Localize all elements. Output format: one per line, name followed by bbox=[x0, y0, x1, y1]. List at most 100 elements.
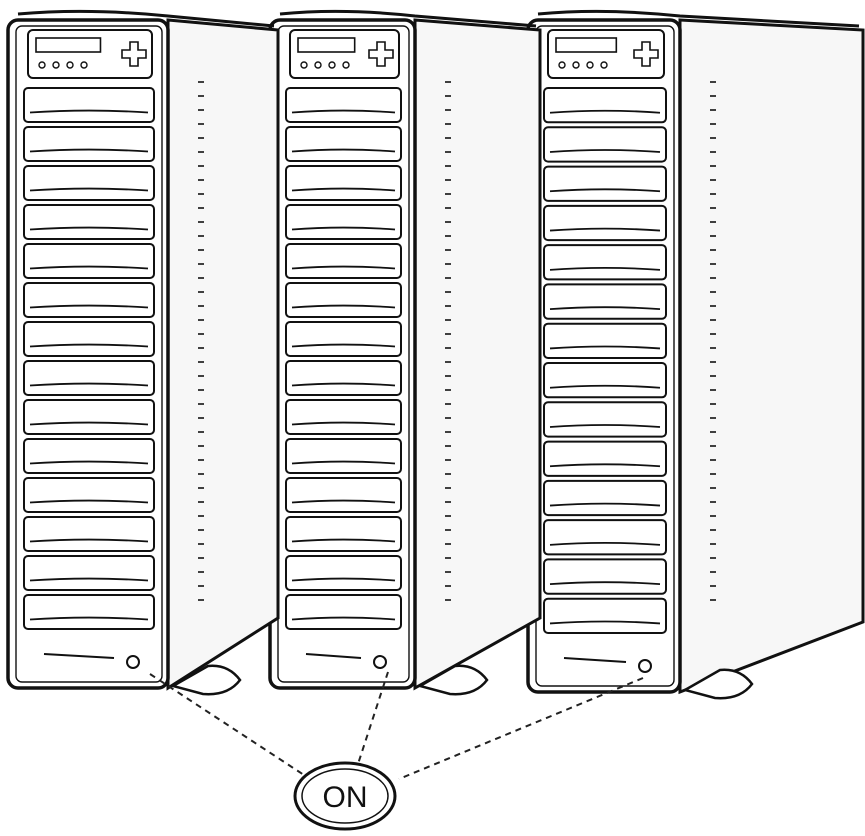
power-button-icon bbox=[373, 655, 387, 669]
panel-button bbox=[80, 61, 88, 69]
drive-tray bbox=[23, 555, 155, 591]
tray-slot bbox=[29, 421, 149, 426]
drive-tray bbox=[543, 322, 667, 360]
tray-slot bbox=[291, 616, 396, 621]
bottom-slot bbox=[305, 653, 362, 659]
drive-tray bbox=[23, 516, 155, 552]
lcd-display bbox=[35, 37, 102, 53]
callout-dashed-line bbox=[149, 673, 305, 776]
drive-tray bbox=[285, 321, 402, 357]
tray-slot bbox=[549, 188, 661, 193]
panel-button bbox=[558, 61, 566, 69]
tower-right bbox=[526, 9, 865, 700]
tray-slot bbox=[29, 499, 149, 504]
tower-middle bbox=[268, 9, 542, 696]
tray-slot bbox=[291, 577, 396, 582]
tray-slot bbox=[549, 463, 661, 468]
drive-tray bbox=[543, 204, 667, 242]
drive-tray bbox=[23, 243, 155, 279]
tray-slot bbox=[29, 226, 149, 231]
drive-tray bbox=[23, 165, 155, 201]
bottom-slot bbox=[563, 657, 627, 663]
drive-tray bbox=[543, 362, 667, 399]
drive-tray bbox=[543, 244, 667, 281]
panel-button bbox=[52, 61, 60, 69]
tray-slot bbox=[291, 226, 396, 231]
side-panel bbox=[413, 18, 542, 691]
top-rim bbox=[17, 9, 275, 28]
tray-slot bbox=[291, 304, 396, 309]
tray-slot bbox=[549, 109, 661, 114]
drive-tray bbox=[285, 555, 402, 591]
tray-slot bbox=[291, 187, 396, 192]
tray-slot bbox=[549, 620, 661, 625]
tray-slot bbox=[549, 267, 661, 271]
top-rim bbox=[537, 9, 860, 28]
tray-slot bbox=[29, 460, 149, 465]
tower-foot bbox=[416, 664, 489, 696]
tray-slot bbox=[29, 109, 149, 114]
drive-tray bbox=[285, 87, 402, 123]
tray-slot bbox=[291, 382, 396, 387]
drive-tray bbox=[543, 283, 667, 320]
drive-tray bbox=[543, 126, 667, 163]
drive-tray bbox=[285, 126, 402, 162]
drive-tray bbox=[543, 440, 667, 477]
tray-slot bbox=[549, 149, 661, 153]
drive-tray bbox=[543, 479, 667, 517]
drive-tray bbox=[285, 399, 402, 435]
navigation-pad-icon bbox=[633, 41, 659, 67]
tray-slot bbox=[549, 227, 661, 232]
drive-tray bbox=[23, 360, 155, 396]
tray-slot bbox=[549, 542, 661, 546]
drive-tray bbox=[543, 558, 667, 595]
panel-button bbox=[66, 61, 74, 69]
power-button-icon bbox=[126, 655, 140, 669]
tray-slot bbox=[29, 538, 149, 543]
tray-slot bbox=[29, 265, 149, 270]
tray-slot bbox=[291, 109, 396, 114]
drive-tray bbox=[285, 594, 402, 630]
tower-foot bbox=[169, 664, 242, 696]
drive-tray bbox=[543, 401, 667, 438]
drive-tray bbox=[543, 87, 667, 124]
drive-tray bbox=[23, 438, 155, 474]
drive-tray bbox=[285, 477, 402, 513]
drive-tray bbox=[23, 204, 155, 240]
panel-button bbox=[314, 61, 322, 69]
drive-tray bbox=[543, 165, 667, 202]
drive-tray bbox=[23, 477, 155, 513]
tray-slot bbox=[29, 148, 149, 153]
tray-slot bbox=[549, 581, 661, 586]
on-callout: ON bbox=[293, 761, 397, 831]
drive-tray bbox=[23, 282, 155, 318]
side-panel bbox=[166, 18, 280, 691]
drive-tray bbox=[543, 597, 667, 635]
panel-button bbox=[600, 61, 608, 69]
panel-button bbox=[586, 61, 594, 69]
on-callout-outer-ring bbox=[293, 761, 397, 831]
panel-button bbox=[342, 61, 350, 69]
tray-slot bbox=[29, 304, 149, 309]
panel-button bbox=[328, 61, 336, 69]
lcd-display bbox=[555, 37, 618, 53]
on-callout-inner-ring bbox=[301, 768, 389, 824]
drive-tray bbox=[23, 321, 155, 357]
tray-slot bbox=[291, 460, 396, 465]
tray-slot bbox=[291, 265, 396, 270]
tower-foot bbox=[681, 668, 754, 700]
tray-slot bbox=[291, 499, 396, 504]
tray-slot bbox=[29, 343, 149, 348]
side-panel bbox=[678, 18, 865, 695]
panel-button bbox=[300, 61, 308, 69]
callout-dashed-lines bbox=[149, 671, 644, 780]
drive-tray bbox=[23, 594, 155, 630]
drive-tray bbox=[23, 399, 155, 435]
drive-tray bbox=[23, 126, 155, 162]
bottom-slot bbox=[43, 653, 115, 659]
top-rim bbox=[279, 9, 537, 28]
panel-button bbox=[38, 61, 46, 69]
callout-dashed-line bbox=[357, 671, 389, 765]
callout-dashed-line bbox=[398, 677, 644, 780]
